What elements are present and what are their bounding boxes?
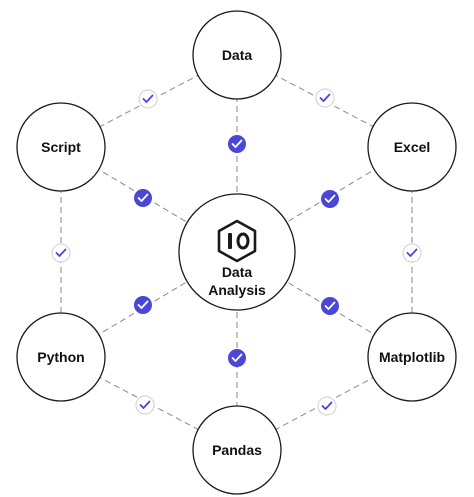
check-circle-filled-icon: [228, 349, 246, 367]
check-circle-outline-icon: [315, 88, 335, 108]
check-circle-outline-icon: [135, 395, 155, 415]
check-circle-outline-icon: [317, 396, 337, 416]
node-python-label: Python: [37, 349, 84, 365]
node-excel-label: Excel: [394, 139, 431, 155]
hexagon-logo-icon: [217, 219, 257, 263]
node-matplotlib-label: Matplotlib: [379, 349, 445, 365]
node-matplotlib: Matplotlib: [367, 312, 457, 402]
node-pandas-label: Pandas: [212, 442, 262, 458]
check-circle-filled-icon: [228, 135, 246, 153]
node-data: Data: [192, 10, 282, 100]
center-label-line1: Data: [222, 264, 253, 280]
check-circle-outline-icon: [51, 243, 71, 263]
node-python: Python: [16, 312, 106, 402]
node-excel: Excel: [367, 102, 457, 192]
node-script-label: Script: [41, 139, 81, 155]
node-pandas: Pandas: [192, 405, 282, 495]
check-circle-outline-icon: [402, 243, 422, 263]
node-data-label: Data: [222, 47, 253, 63]
check-circle-filled-icon: [134, 296, 152, 314]
check-circle-filled-icon: [321, 190, 339, 208]
node-script: Script: [16, 102, 106, 192]
check-circle-filled-icon: [321, 297, 339, 315]
center-label-line2: Analysis: [208, 282, 266, 298]
check-circle-outline-icon: [138, 89, 158, 109]
check-circle-filled-icon: [134, 189, 152, 207]
node-center: Data Analysis: [178, 193, 296, 311]
